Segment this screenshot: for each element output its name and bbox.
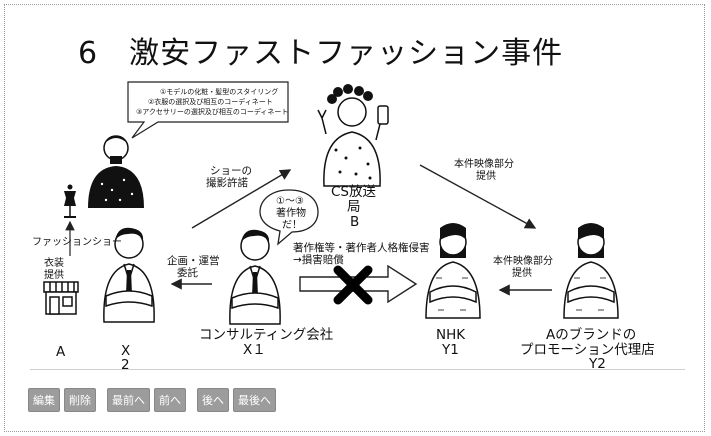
video-top-label-1: 本件映像部分 <box>454 159 514 170</box>
party-y1-label-2: Y1 <box>442 342 459 358</box>
party-a-label: A <box>56 344 66 360</box>
move-first-button[interactable]: 最前へ <box>107 388 150 412</box>
callout-line-2: ②衣服の選択及び相互のコーディネート <box>148 98 273 106</box>
show-permission-label-1: ショーの <box>210 165 252 177</box>
fashion-show-label: ファッションショー <box>32 237 122 248</box>
video-top-label-2: 提供 <box>476 171 496 182</box>
slide-frame <box>4 4 705 432</box>
video-bottom-label-1: 本件映像部分 <box>493 256 553 267</box>
slide-canvas: 6 激安ファストファッション事件 ①モデルの化粧・髪型のスタイリング ②衣服の選… <box>32 36 655 373</box>
mannequin-icon <box>64 184 76 218</box>
planning-label-1: 企画・運営 <box>167 255 220 267</box>
planning-label-2: 委託 <box>177 267 198 279</box>
party-x1-label-1: コンサルティング会社 <box>199 327 334 343</box>
party-b-label-1: CS放送 <box>331 184 376 200</box>
video-bottom-label-2: 提供 <box>512 268 532 279</box>
callout-line-3: ③アクセサリーの選択及び相互のコーディネート <box>136 108 289 116</box>
costume-supply-label-2: 提供 <box>44 270 64 281</box>
speech-line-1: ①〜③ <box>276 196 304 207</box>
party-y2-label-3: Y2 <box>589 356 606 372</box>
shop-icon <box>43 281 79 315</box>
nav-gap <box>100 388 103 412</box>
party-x2-label-2: 2 <box>121 357 130 373</box>
party-y2-label-2: プロモーション代理店 <box>520 342 655 358</box>
party-b-label-2: 局 <box>347 199 361 215</box>
callout-line-1: ①モデルの化粧・髪型のスタイリング <box>160 88 279 96</box>
infringement-label-1: 著作権等・著作者人格権侵害 <box>293 242 430 254</box>
slide-title: 6 激安ファストファッション事件 <box>78 36 564 71</box>
infringement-label-2: →損害賠償 <box>293 254 344 266</box>
separator-line <box>30 369 685 370</box>
nhk-y1-figure <box>425 223 481 319</box>
party-x2-label-1: X <box>121 343 131 359</box>
show-permission-label-2: 撮影許諾 <box>206 177 248 189</box>
slide-nav-toolbar: 編集 削除 最前へ 前へ 後へ 最後へ <box>28 388 276 412</box>
nav-gap <box>190 388 193 412</box>
businessman-x1-figure <box>229 229 281 325</box>
businessman-x2-figure <box>103 227 155 323</box>
party-x1-label-2: X１ <box>243 342 266 358</box>
speech-line-3: だ！ <box>282 220 302 231</box>
delete-button[interactable]: 削除 <box>64 388 96 412</box>
party-y1-label-1: NHK <box>436 327 466 343</box>
designer-figure <box>88 135 144 208</box>
move-next-button[interactable]: 後へ <box>197 388 229 412</box>
broadcaster-b-figure <box>317 84 389 187</box>
callout-bubble <box>127 81 289 139</box>
agency-y2-figure <box>563 223 619 319</box>
move-prev-button[interactable]: 前へ <box>154 388 186 412</box>
costume-supply-label-1: 衣装 <box>44 258 64 269</box>
party-y2-label-1: Aのブランドの <box>546 327 637 343</box>
move-last-button[interactable]: 最後へ <box>233 388 276 412</box>
edit-button[interactable]: 編集 <box>28 388 60 412</box>
relationship-arrows <box>65 164 552 305</box>
speech-line-2: 著作物 <box>276 208 306 219</box>
party-b-label-3: B <box>350 214 360 230</box>
speech-bubble <box>259 189 319 246</box>
